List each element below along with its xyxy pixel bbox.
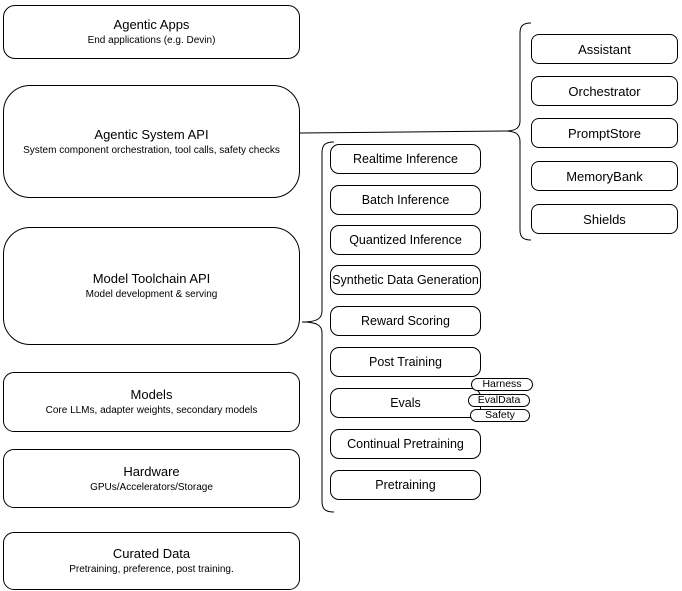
node-memorybank: MemoryBank (531, 161, 678, 191)
node-title: Models (130, 387, 173, 402)
tag-safety: Safety (470, 409, 530, 422)
node-post-training: Post Training (330, 347, 481, 377)
node-promptstore: PromptStore (531, 118, 678, 148)
node-title: Curated Data (112, 546, 191, 561)
system-to-components-connector (299, 130, 506, 134)
node-evals: Evals (330, 388, 481, 418)
node-model-toolchain-api: Model Toolchain API Model development & … (3, 227, 300, 345)
node-subtitle: Core LLMs, adapter weights, secondary mo… (45, 405, 258, 416)
node-title: Model Toolchain API (92, 271, 211, 286)
node-title: Agentic Apps (113, 17, 190, 32)
node-agentic-apps: Agentic Apps End applications (e.g. Devi… (3, 5, 300, 59)
node-batch-inference: Batch Inference (330, 185, 481, 215)
node-subtitle: Pretraining, preference, post training. (69, 564, 234, 575)
components-brace (504, 22, 532, 241)
node-models: Models Core LLMs, adapter weights, secon… (3, 372, 300, 432)
node-title: Hardware (123, 463, 180, 479)
node-shields: Shields (531, 204, 678, 234)
node-subtitle: System component orchestration, tool cal… (23, 144, 280, 156)
node-pretraining: Pretraining (330, 470, 481, 500)
node-quantized-inference: Quantized Inference (330, 225, 481, 255)
node-assistant: Assistant (531, 34, 678, 64)
node-realtime-inference: Realtime Inference (330, 144, 481, 174)
node-synthetic-data-generation: Synthetic Data Generation (330, 265, 481, 295)
node-subtitle: Model development & serving (85, 289, 218, 300)
node-agentic-system-api: Agentic System API System component orch… (3, 85, 300, 198)
node-continual-pretraining: Continual Pretraining (330, 429, 481, 459)
node-hardware: Hardware GPUs/Accelerators/Storage (3, 449, 300, 508)
node-title: Agentic System API (94, 126, 209, 142)
node-reward-scoring: Reward Scoring (330, 306, 481, 336)
node-subtitle: GPUs/Accelerators/Storage (90, 481, 213, 493)
node-subtitle: End applications (e.g. Devin) (87, 35, 216, 46)
tag-harness: Harness (471, 378, 533, 391)
node-orchestrator: Orchestrator (531, 76, 678, 106)
node-curated-data: Curated Data Pretraining, preference, po… (3, 532, 300, 590)
tag-evaldata: EvalData (468, 394, 530, 407)
